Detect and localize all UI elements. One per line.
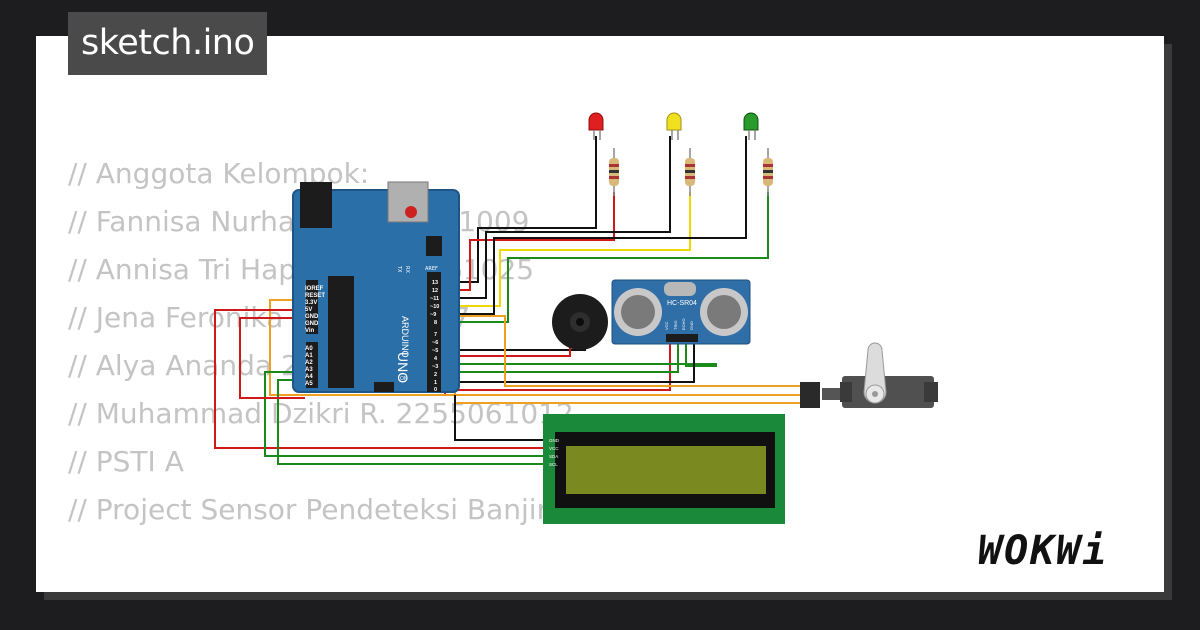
digital-header [427,272,441,392]
pin-8-label: 8 [434,320,437,326]
wire-led-yellow-gnd [445,136,671,299]
microcontroller-chip [328,276,354,388]
ultrasonic-sensor[interactable]: HC-SR04 VCC TRIG ECHO GND [611,279,751,345]
board-name: UNO [395,352,411,383]
pin-1-label: 1 [434,380,437,386]
code-line-8: // Project Sensor Pendeteksi Banjir [68,493,549,526]
power-header [306,280,318,334]
pin-0-label: 0 [434,387,437,393]
file-tab[interactable]: sketch.ino [68,12,268,75]
wire-led-yellow-signal [445,192,691,307]
icsp-header [374,382,394,392]
code-line-10: #include <LiquidCrystal_I2C.h> [68,582,574,592]
wire-buzzer-signal [445,346,571,357]
pin-echo-label: ECHO [681,318,686,330]
lcd-pin-vcc: VCC [549,446,559,451]
wire-lcd-gnd [454,395,548,441]
ultrasonic-pin-labels: VCC TRIG ECHO GND [664,318,694,330]
arduino-uno[interactable]: ARDUINO UNO TX RX AREF ON IOREF RESET 3.… [292,181,460,393]
pin-10-label: ~10 [430,304,439,310]
pin-a3-label: A3 [305,367,313,373]
resistor-red[interactable] [609,148,619,196]
pin-5v-label: 5V [305,307,312,313]
wire-servo-gnd [454,380,810,404]
pin-reset-label: RESET [305,293,325,299]
wire-power-red [239,317,305,399]
wire-led-green-gnd [445,136,747,315]
lcd-display[interactable]: GND VCC SDA SCL [543,414,785,524]
pin-gnd1-label: GND [305,314,319,320]
tx-label: TX [396,265,402,273]
arduino-brand: ARDUINO [400,316,410,358]
buzzer[interactable] [552,294,608,350]
wokwi-logo: WOKWi [978,528,1109,574]
reset-button[interactable] [405,206,417,218]
code-line-1: // Anggota Kelompok: [68,157,370,190]
led-yellow[interactable] [666,112,682,140]
wire-lcd-scl [277,379,548,465]
pin-9-label: ~9 [430,312,436,318]
pin-vcc-label: VCC [664,321,669,330]
lcd-pin-sda: SDA [549,454,558,459]
pin-4-label: 4 [434,356,438,362]
pin-gnd2-label: GND [305,321,319,327]
wire-led-green-signal [445,192,769,323]
pin-gnd-label: GND [689,321,694,330]
rx-label: RX [404,266,410,273]
pin-13-label: 13 [432,280,438,286]
pin-a5-label: A5 [305,381,313,387]
pin-2-label: 2 [434,372,437,378]
code-line-7: // PSTI A [68,445,184,478]
wire-led-red-gnd [445,136,597,283]
wire-lcd-vcc [214,309,548,449]
pin-3-label: ~3 [432,364,438,370]
pin-a1-label: A1 [305,353,313,359]
led-red[interactable] [588,112,604,140]
pin-vin-label: Vin [305,328,315,334]
lcd-pin-scl: SCL [549,462,558,467]
pin-6-label: ~6 [432,340,438,346]
wire-servo-signal [445,315,810,387]
lcd-pin-labels: GND VCC SDA SCL [549,438,560,467]
resistor-green[interactable] [763,148,773,196]
led-green[interactable] [743,112,759,140]
pin-11-label: ~11 [430,296,439,302]
icsp-header-top [426,236,442,256]
analog-pin-labels: A0 A1 A2 A3 A4 A5 [305,346,313,387]
power-pin-labels: IOREF RESET 3.3V 5V GND GND Vin [305,286,325,334]
pin-a4-label: A4 [305,374,313,380]
pin-7-label: 7 [434,332,437,338]
pin-12-label: 12 [432,288,438,294]
pin-3v3-label: 3.3V [305,300,317,306]
pin-ioref-label: IOREF [305,286,324,292]
lcd-pin-gnd: GND [549,438,560,443]
wire-ultrasonic-trig [448,340,679,373]
pin-a0-label: A0 [305,346,313,352]
on-label: ON [400,376,408,382]
servo-motor[interactable] [800,342,938,408]
pin-trig-label: TRIG [673,320,678,330]
wire-led-red-signal [445,192,615,291]
wire-servo-vcc [269,299,810,396]
analog-header [306,342,318,388]
pin-5-label: ~5 [432,348,438,354]
pin-a2-label: A2 [305,360,313,366]
power-jack [300,182,332,228]
wire-lcd-sda [264,371,548,457]
wire-ultrasonic-gnd [452,340,695,383]
aref-label: AREF [425,266,438,272]
resistor-yellow[interactable] [685,148,695,196]
wire-ultrasonic-echo [448,340,717,367]
digital-pin-labels: 13 12 ~11 ~10 ~9 8 7 ~6 ~5 4 ~3 2 1 0 [430,280,439,393]
ultrasonic-label: HC-SR04 [667,300,697,307]
